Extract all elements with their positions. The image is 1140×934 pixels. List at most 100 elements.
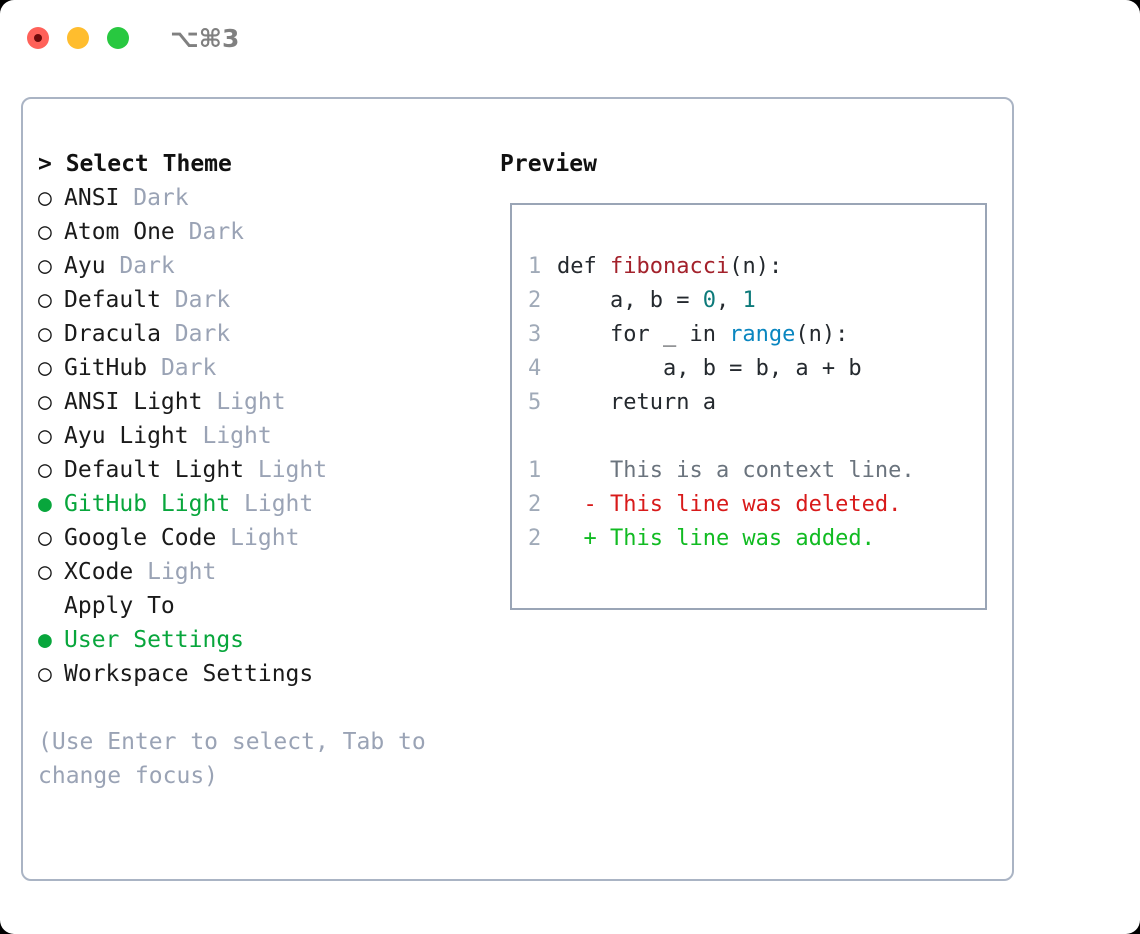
radio-unselected-icon: ○ [38,661,52,687]
theme-option-github-light[interactable]: ●GitHub Light Light [38,487,478,521]
theme-option-label: Atom One [64,219,175,245]
apply-to-option-list: ● User Settings ○ Workspace Settings [38,623,478,691]
apply-to-option-workspace-settings[interactable]: ○ Workspace Settings [38,657,478,691]
code-token: fibonacci [609,254,730,279]
line-number: 4 [528,356,542,381]
spacer [38,691,478,725]
radio-unselected-icon: ○ [38,219,52,245]
theme-option-label: Ayu Light [64,423,189,449]
theme-option-label: Dracula [64,321,161,347]
code-token: range [729,322,796,347]
theme-option-label: XCode [64,559,134,585]
radio-unselected-icon: ○ [38,389,52,415]
theme-option-default[interactable]: ○ Default Dark [38,283,478,317]
theme-option-list: ○ ANSI Dark ○ Atom One Dark ○ Ayu Dark ○ Defaul… [38,181,478,589]
close-window-button[interactable] [27,27,49,49]
theme-option-label: Default Light [64,457,245,483]
code-token: (n): [795,322,849,347]
theme-option-ansi-light[interactable]: ○ ANSI Light Light [38,385,478,419]
minimize-window-button[interactable] [67,27,89,49]
theme-option-dracula[interactable]: ○ Dracula Dark [38,317,478,351]
code-line: 3 for _ in range(n): [528,318,978,352]
dialog-panel: > Select Theme ○ANSI Dark○Atom One Dark○… [21,97,1014,881]
theme-option-label: Default [64,287,161,313]
radio-unselected-icon: ○ [38,559,52,585]
line-number: 2 [528,288,542,313]
code-line: 1 def fibonacci(n): [528,250,978,284]
theme-option-variant: Light [133,559,217,585]
code-token: for _ in [557,322,730,347]
apply-to-option-user-settings[interactable]: ● User Settings [38,623,478,657]
diff-line-text: + This line was added. [557,526,875,551]
theme-option-label: ANSI Light [64,389,203,415]
line-number: 2 [528,526,542,551]
radio-unselected-icon: ○ [38,185,52,211]
line-number: 3 [528,322,542,347]
radio-selected-icon: ● [38,491,52,517]
theme-option-variant: Light [202,389,286,415]
radio-unselected-icon: ○ [38,423,52,449]
code-token: (n): [729,254,783,279]
theme-option-variant: Light [216,525,300,551]
theme-option-github[interactable]: ○ GitHub Dark [38,351,478,385]
keyboard-hint-text: (Use Enter to select, Tab to change focu… [38,729,426,789]
radio-unselected-icon: ○ [38,355,52,381]
code-token: return a [557,390,716,415]
line-number: 5 [528,390,542,415]
code-token: 0 [702,288,716,313]
diff-line-ctx: 1 This is a context line. [528,454,978,488]
apply-to-option-label: Workspace Settings [64,661,314,687]
theme-option-variant: Dark [105,253,175,279]
theme-option-variant: Light [244,457,328,483]
theme-option-variant: Dark [119,185,189,211]
title-bar: ⌥⌘3 [0,0,1140,76]
preview-header: Preview [500,151,597,177]
theme-option-google-code[interactable]: ○ Google Code Light [38,521,478,555]
keyboard-shortcut-label: ⌥⌘3 [170,24,240,53]
line-number: 1 [528,458,542,483]
theme-option-label: GitHub [64,355,148,381]
code-token: def [557,254,610,279]
code-blank-line [528,420,978,454]
code-line: 4 a, b = b, a + b [528,352,978,386]
radio-unselected-icon: ○ [38,321,52,347]
theme-option-ayu[interactable]: ○ Ayu Dark [38,249,478,283]
diff-line-add: 2 + This line was added. [528,522,978,556]
code-token: 1 [742,288,756,313]
theme-option-variant: Dark [160,321,231,347]
apply-to-header: Apply To [64,593,175,619]
select-theme-header: > Select Theme [38,151,232,177]
code-token: a, b = b, a + b [557,356,862,381]
theme-picker-column: > Select Theme ○ANSI Dark○Atom One Dark○… [38,147,478,793]
code-line: 5 return a [528,386,978,420]
theme-option-default-light[interactable]: ○ Default Light Light [38,453,478,487]
line-number: 1 [528,254,542,279]
theme-option-label: ANSI [64,185,120,211]
theme-option-ayu-light[interactable]: ○ Ayu Light Light [38,419,478,453]
theme-option-variant: Dark [174,219,245,245]
diff-line-del: 2 - This line was deleted. [528,488,978,522]
theme-option-variant: Light [188,423,272,449]
maximize-window-button[interactable] [107,27,129,49]
code-token: , [715,288,743,313]
apply-to-option-label: User Settings [64,627,245,653]
radio-unselected-icon: ○ [38,253,52,279]
radio-unselected-icon: ○ [38,287,52,313]
theme-option-label: Google Code [64,525,217,551]
radio-selected-icon: ● [38,627,52,653]
theme-option-xcode[interactable]: ○ XCode Light [38,555,478,589]
theme-option-atom-one[interactable]: ○ Atom One Dark [38,215,478,249]
radio-unselected-icon: ○ [38,457,52,483]
theme-option-variant: Dark [147,355,217,381]
code-line: 2 a, b = 0, 1 [528,284,978,318]
theme-option-label: Ayu [64,253,106,279]
theme-option-variant: Dark [160,287,231,313]
theme-option-ansi[interactable]: ○ ANSI Dark [38,181,478,215]
radio-unselected-icon: ○ [38,525,52,551]
diff-line-text: - This line was deleted. [557,492,902,517]
theme-option-label: GitHub Light [64,491,231,517]
